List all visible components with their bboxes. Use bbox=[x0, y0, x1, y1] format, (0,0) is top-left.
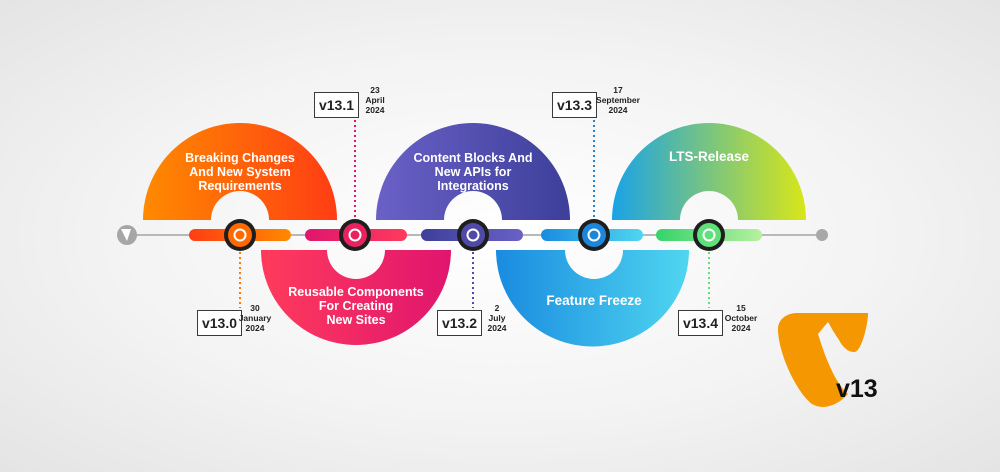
release-date-3: 17 September 2024 bbox=[596, 85, 640, 115]
milestone-node-2 bbox=[457, 219, 489, 251]
version-tag-2: v13.2 bbox=[437, 310, 482, 336]
milestone-shape-3 bbox=[496, 250, 689, 347]
version-tag-3: v13.3 bbox=[552, 92, 597, 118]
milestone-node-0 bbox=[224, 219, 256, 251]
milestone-title-1: Reusable Components For Creating New Sit… bbox=[288, 285, 424, 327]
milestone-node-4 bbox=[693, 219, 725, 251]
brand-version-label: v13 bbox=[836, 375, 878, 403]
milestone-node-3 bbox=[578, 219, 610, 251]
release-date-1: 23 April 2024 bbox=[365, 85, 385, 115]
milestone-shape-0 bbox=[143, 123, 337, 220]
milestone-title-4: LTS-Release bbox=[668, 149, 750, 164]
milestone-title-2: Content Blocks And New APIs for Integrat… bbox=[413, 151, 533, 193]
milestone-shape-2 bbox=[376, 123, 570, 220]
milestone-title-3: Feature Freeze bbox=[546, 293, 642, 308]
timeline-end-dot bbox=[816, 229, 828, 241]
typo3-logo-icon bbox=[117, 225, 137, 245]
version-tag-1: v13.1 bbox=[314, 92, 359, 118]
milestone-shape-4 bbox=[612, 123, 806, 220]
typo3-logo-icon bbox=[778, 313, 868, 407]
milestone-shape-1 bbox=[261, 250, 451, 345]
release-date-4: 15 October 2024 bbox=[724, 303, 758, 333]
milestone-title-0: Breaking Changes And New System Requirem… bbox=[185, 151, 295, 193]
release-date-0: 30 January 2024 bbox=[238, 303, 272, 333]
milestone-node-1 bbox=[339, 219, 371, 251]
version-tag-0: v13.0 bbox=[197, 310, 242, 336]
release-date-2: 2 July 2024 bbox=[487, 303, 507, 333]
version-tag-4: v13.4 bbox=[678, 310, 723, 336]
